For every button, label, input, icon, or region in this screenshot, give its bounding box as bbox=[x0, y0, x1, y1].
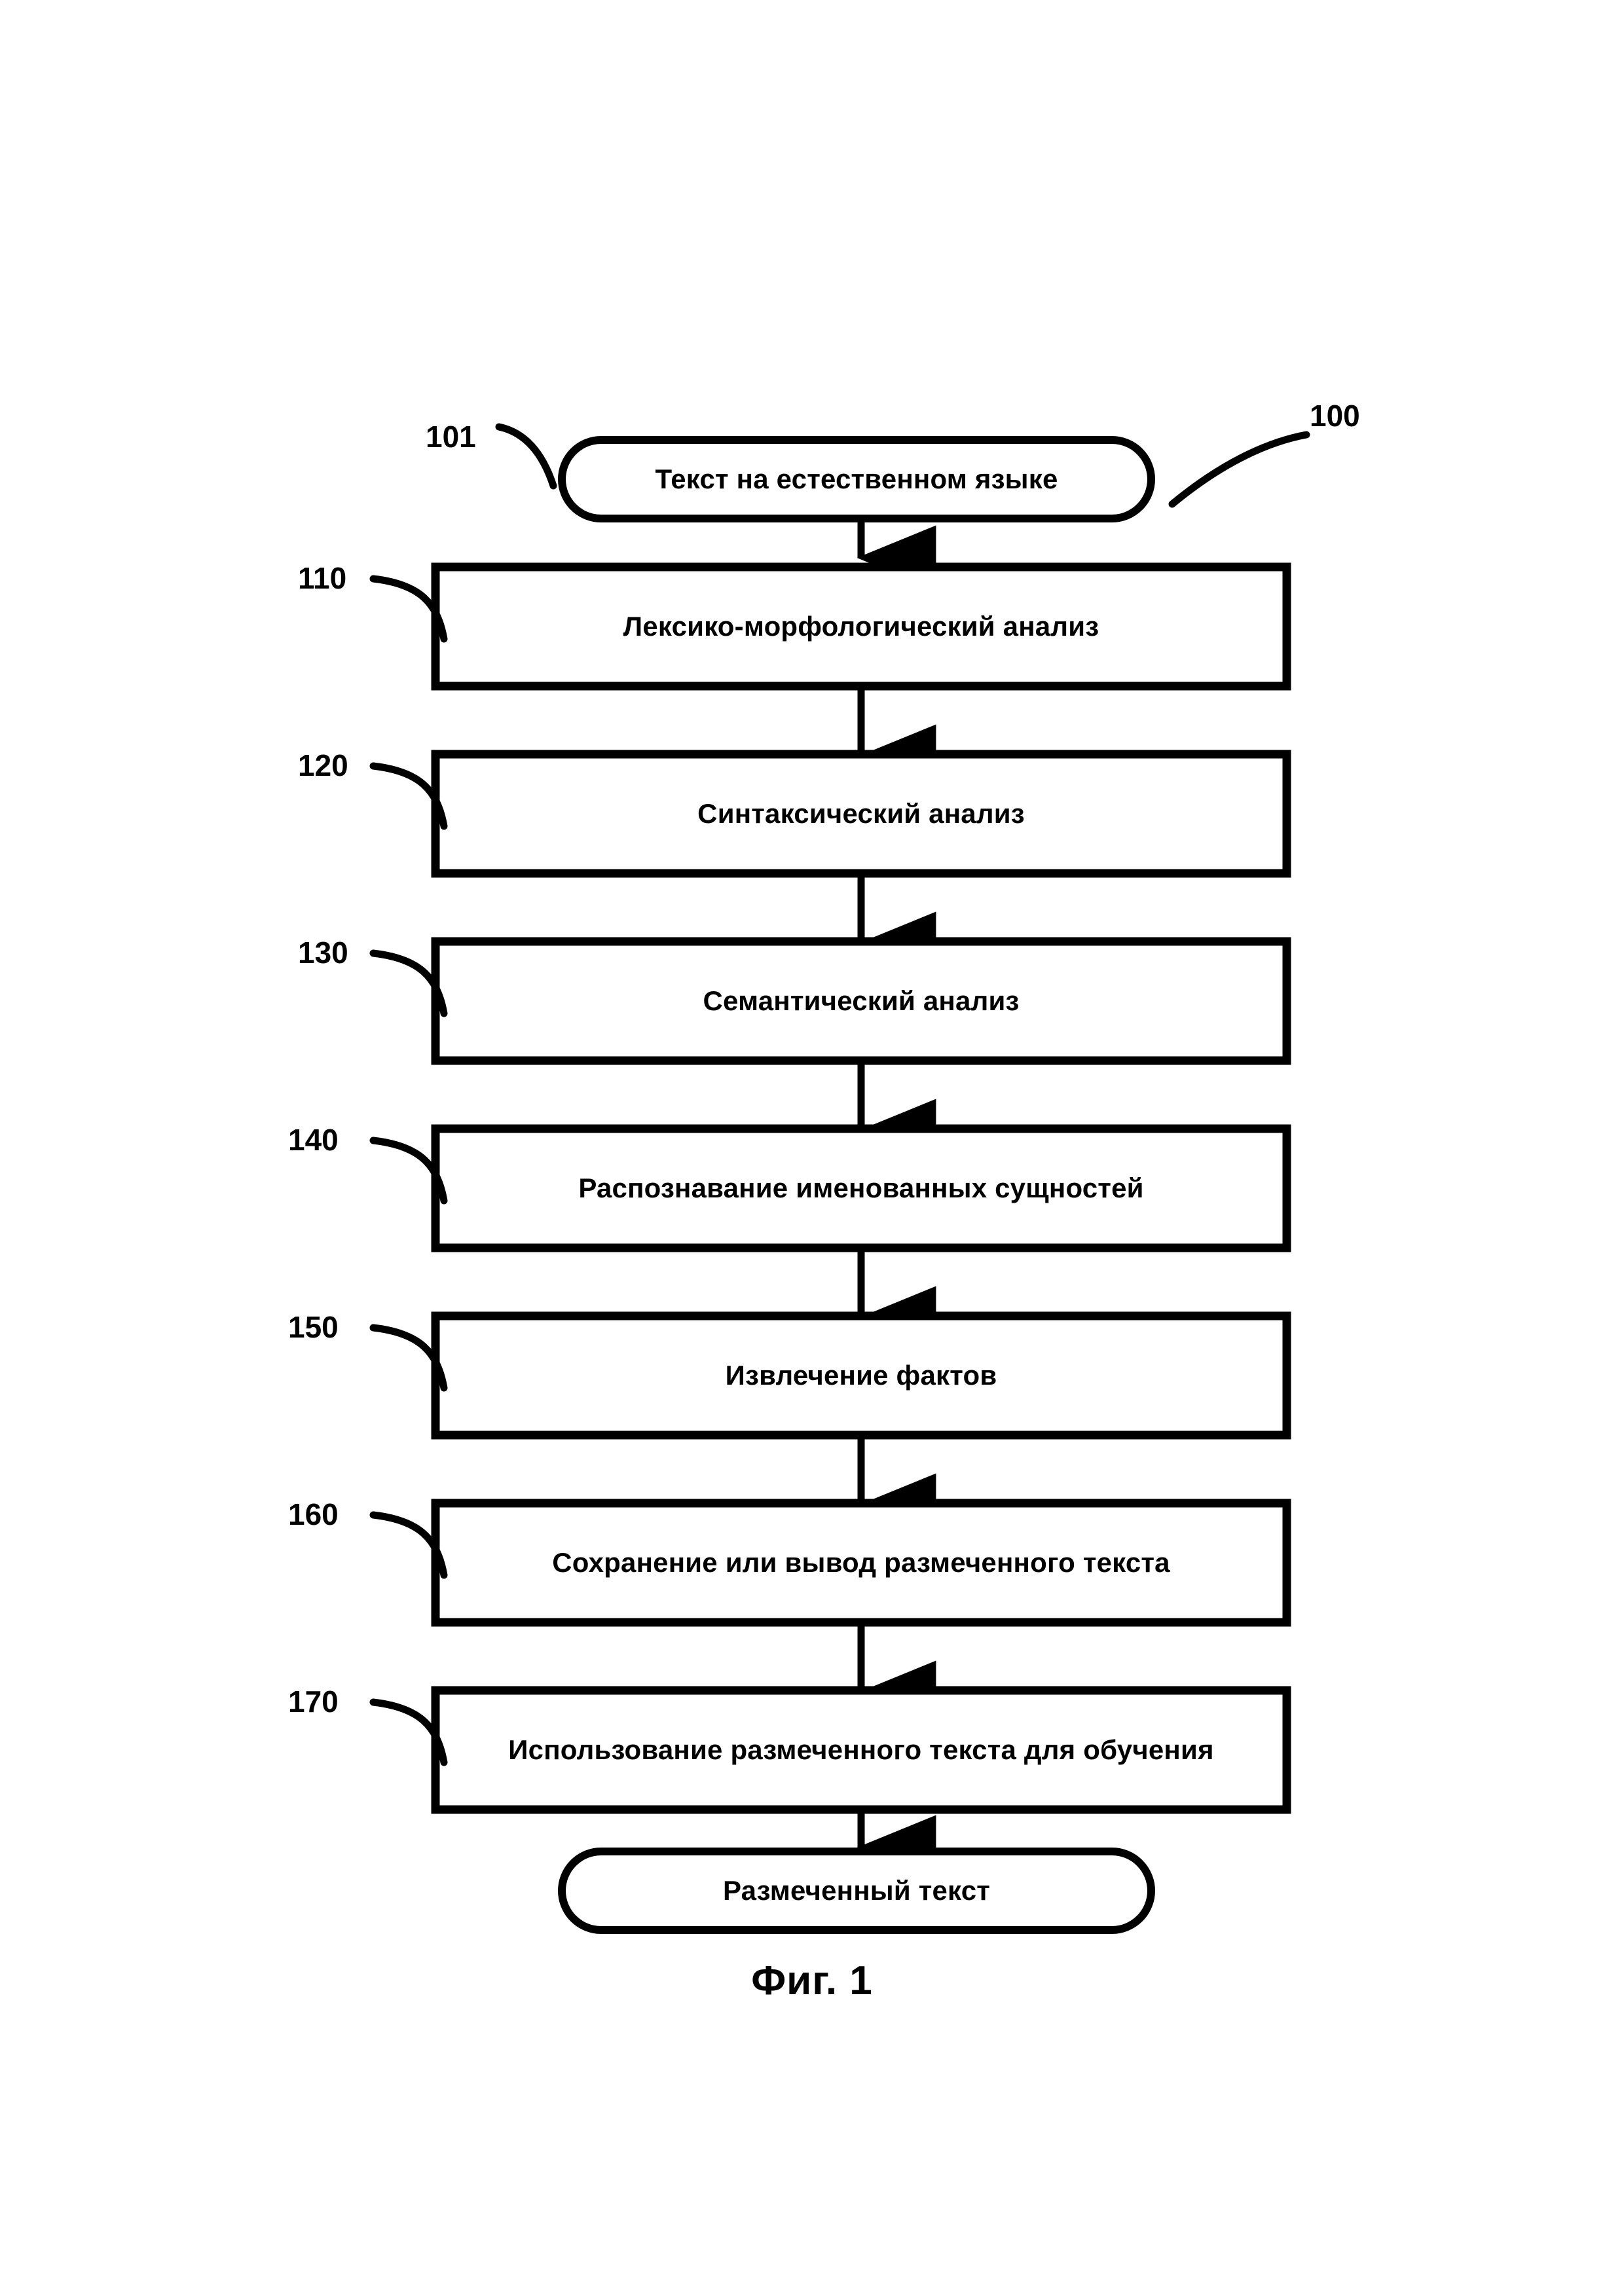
ref-numeral-130: 130 bbox=[298, 936, 348, 970]
leader-line-150 bbox=[369, 1324, 448, 1392]
figure-caption: Фиг. 1 bbox=[751, 1958, 873, 2003]
node-120-shape bbox=[431, 750, 1291, 878]
leader-line-101 bbox=[495, 423, 557, 490]
ref-numeral-160: 160 bbox=[288, 1497, 339, 1531]
leader-line-160 bbox=[369, 1511, 448, 1579]
node-output-shape bbox=[558, 1848, 1155, 1934]
ref-numeral-140: 140 bbox=[288, 1123, 339, 1157]
node-150-shape bbox=[431, 1311, 1291, 1440]
leader-line-130 bbox=[369, 949, 448, 1017]
node-130-shape bbox=[431, 937, 1291, 1065]
ref-numeral-120: 120 bbox=[298, 748, 348, 782]
leader-line-100 bbox=[1168, 431, 1310, 508]
leader-line-110 bbox=[369, 575, 448, 643]
leader-line-140 bbox=[369, 1137, 448, 1205]
node-101-shape bbox=[558, 436, 1155, 522]
leader-line-170 bbox=[369, 1698, 448, 1766]
ref-numeral-170: 170 bbox=[288, 1685, 339, 1719]
leader-line-120 bbox=[369, 762, 448, 830]
node-170-shape bbox=[431, 1686, 1291, 1814]
node-140-shape bbox=[431, 1124, 1291, 1252]
ref-numeral-100: 100 bbox=[1310, 399, 1360, 433]
ref-numeral-101: 101 bbox=[426, 420, 476, 454]
node-160-shape bbox=[431, 1499, 1291, 1627]
ref-numeral-110: 110 bbox=[298, 561, 347, 595]
ref-numeral-150: 150 bbox=[288, 1310, 339, 1344]
node-110-shape bbox=[431, 562, 1291, 691]
